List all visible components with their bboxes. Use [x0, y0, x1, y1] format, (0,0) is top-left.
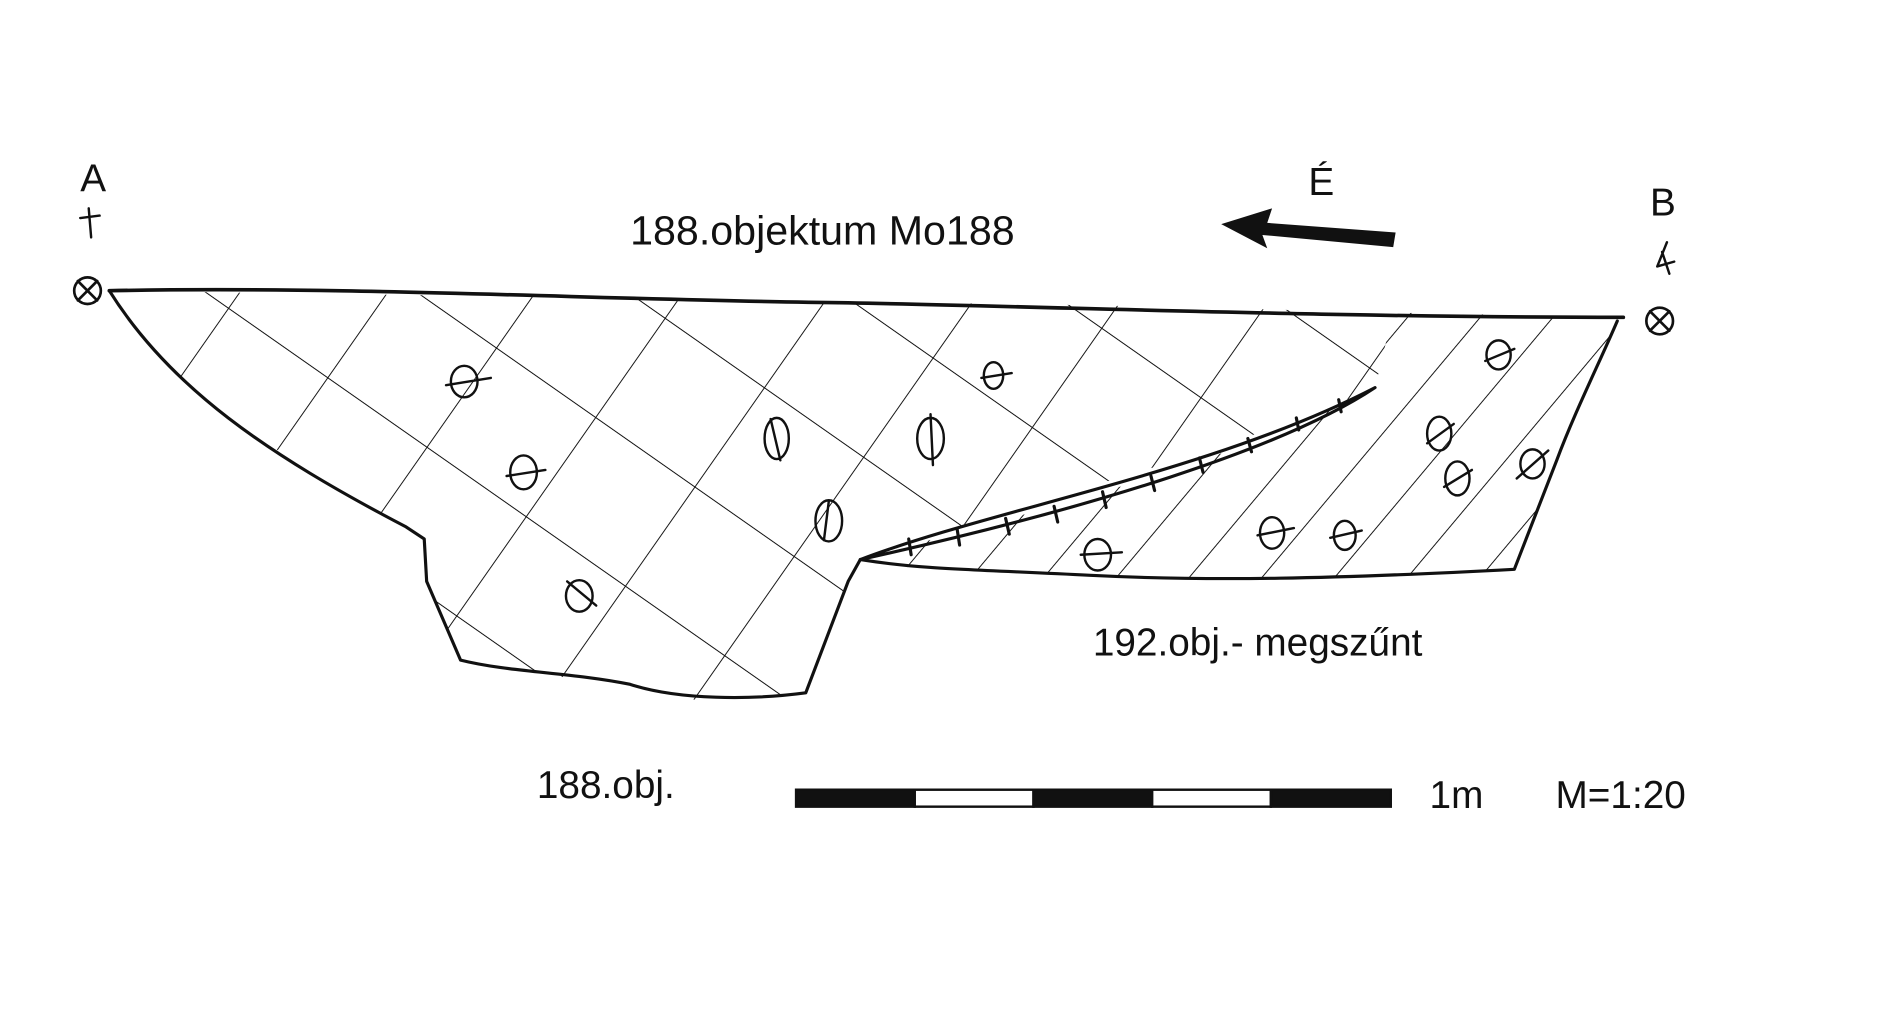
drawing-title: 188.objektum Mo188	[630, 208, 1015, 254]
point-b-label: B	[1650, 182, 1676, 225]
inclusion-icon	[1425, 415, 1455, 452]
scale-segment	[1150, 788, 1273, 808]
inclusion-icon	[980, 360, 1013, 391]
north-arrow-icon	[1221, 208, 1396, 249]
ground-surface-line	[107, 287, 1626, 320]
feature-192-outline	[858, 319, 1619, 581]
inclusion-icon	[505, 454, 547, 491]
point-a-nail-icon	[79, 207, 101, 239]
inclusion-icon	[1329, 519, 1363, 552]
inclusion-icon	[1515, 448, 1550, 480]
point-b-marker-icon	[1645, 306, 1675, 336]
scale-segment	[794, 788, 916, 808]
inclusion-icon	[763, 416, 791, 462]
inclusion-icon	[1442, 460, 1474, 497]
scale-bar	[794, 788, 1392, 808]
inclusion-icon	[1256, 515, 1296, 550]
inclusion-icon	[444, 364, 493, 399]
feature-188-outline	[107, 289, 862, 700]
inclusion-icon	[1484, 339, 1516, 371]
inclusion-markers	[444, 339, 1550, 613]
north-label: É	[1308, 161, 1334, 204]
scale-segment	[913, 788, 1035, 808]
feature-192-label: 192.obj.- megszűnt	[1093, 621, 1423, 664]
scale-segment	[1269, 788, 1392, 808]
feature-188-fill	[109, 290, 1394, 701]
scale-ratio-label: M=1:20	[1556, 774, 1686, 817]
inclusion-icon	[915, 413, 946, 467]
inclusion-icon	[1079, 537, 1124, 572]
point-b-nail-icon	[1656, 241, 1676, 275]
feature-188-label: 188.obj.	[537, 764, 675, 807]
point-a-label: A	[80, 157, 106, 200]
scale-length-label: 1m	[1430, 774, 1484, 817]
inclusion-icon	[564, 578, 598, 613]
point-a-marker-icon	[72, 276, 103, 306]
scale-segment	[1032, 788, 1154, 808]
burnt-lens-layer	[858, 386, 1377, 562]
inclusion-icon	[814, 499, 844, 543]
